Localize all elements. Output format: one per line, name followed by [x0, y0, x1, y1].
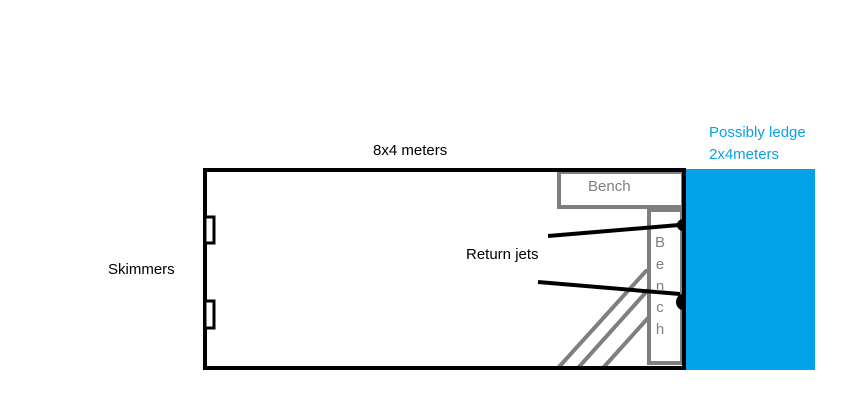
- bench-side-letter: B: [654, 234, 665, 251]
- ledge-label-line2: 2x4meters: [709, 146, 780, 163]
- bench-top-label: Bench: [588, 178, 631, 195]
- stair-line-1: [556, 269, 648, 370]
- bench-side-letter: e: [655, 256, 665, 273]
- return-jet-1: [677, 219, 683, 231]
- return-jet-line-1: [547, 223, 680, 238]
- skimmer-1: [203, 215, 216, 245]
- return-jets-label: Return jets: [466, 246, 539, 263]
- pool-outline: [203, 168, 686, 370]
- bench-side-letter: c: [656, 299, 664, 316]
- skimmers-label: Skimmers: [108, 261, 175, 278]
- pool-dimensions-label: 8x4 meters: [373, 142, 448, 159]
- bench-top: [557, 170, 685, 209]
- bench-side: [647, 208, 684, 365]
- ledge-label-line1: Possibly ledge: [709, 124, 806, 141]
- stairs: [556, 269, 650, 370]
- return-jet-2: [676, 294, 683, 310]
- bench-side-letter: h: [655, 321, 665, 338]
- return-jet-line-2: [537, 280, 681, 296]
- skimmer-2: [203, 299, 216, 330]
- ledge-area: [685, 169, 815, 370]
- stair-line-3: [601, 316, 650, 370]
- bench-side-letter: n: [655, 278, 665, 295]
- stair-line-2: [576, 288, 650, 370]
